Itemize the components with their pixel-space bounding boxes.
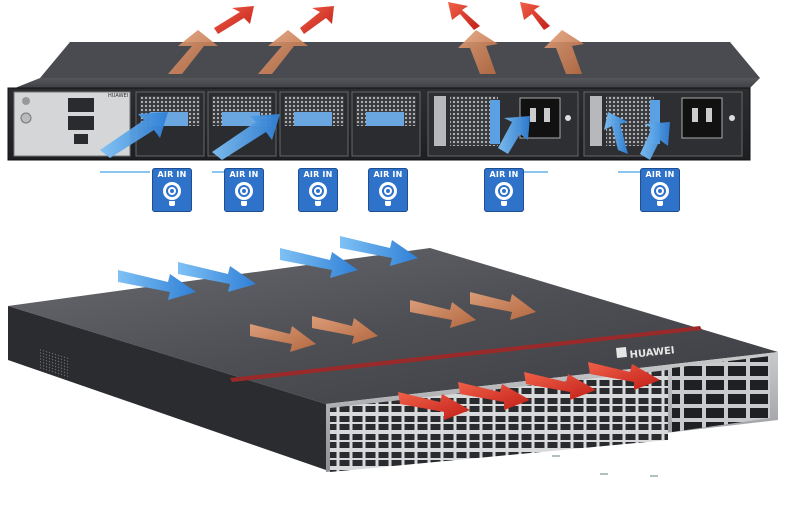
air-in-badge: AIR IN <box>484 168 524 212</box>
reset-button <box>20 112 32 124</box>
internal-flow-arrows-rear <box>168 30 584 74</box>
rear-panel-device: HUAWEI <box>7 2 760 173</box>
fan-module-4 <box>351 91 421 157</box>
motion-dashes <box>552 455 658 477</box>
air-in-label: AIR IN <box>157 170 187 179</box>
rear-chassis-roof <box>40 42 760 78</box>
rj45-port-block <box>330 370 668 472</box>
fan-handle <box>294 112 332 126</box>
rear-chassis-top <box>10 78 760 90</box>
console-port <box>68 116 94 130</box>
air-in-label: AIR IN <box>229 170 259 179</box>
fan-handle <box>366 112 404 126</box>
switch-brand-text: HUAWEI <box>629 345 675 361</box>
air-in-label: AIR IN <box>303 170 333 179</box>
fan-module-1 <box>135 91 205 157</box>
switch-top-surface <box>8 248 778 404</box>
fan-stem-icon <box>241 201 247 206</box>
exhaust-arrows-front <box>398 362 660 420</box>
switch-device: HUAWEI <box>8 236 778 477</box>
usb-port <box>74 134 88 144</box>
fan-icon <box>163 182 181 200</box>
fan-icon <box>379 182 397 200</box>
fan-icon <box>651 182 669 200</box>
air-in-badge: AIR IN <box>640 168 680 212</box>
fan-icon <box>495 182 513 200</box>
air-in-badge: AIR IN <box>224 168 264 212</box>
intake-arrows-rear <box>100 112 670 173</box>
air-in-badge: AIR IN <box>298 168 338 212</box>
air-in-label: AIR IN <box>645 170 675 179</box>
brand-logo-icon <box>616 346 627 358</box>
intake-arrows-top <box>118 236 418 300</box>
fan-stem-icon <box>169 201 175 206</box>
side-vent <box>40 348 70 380</box>
fan-stem-icon <box>501 201 507 206</box>
fan-stem-icon <box>657 201 663 206</box>
rear-brand-text: HUAWEI <box>108 93 128 99</box>
fan-icon <box>235 182 253 200</box>
air-in-badge: AIR IN <box>152 168 192 212</box>
air-in-label: AIR IN <box>373 170 403 179</box>
air-in-badge: AIR IN <box>368 168 408 212</box>
fan-module-3 <box>279 91 349 157</box>
air-in-label: AIR IN <box>489 170 519 179</box>
ground-screw-icon <box>22 97 30 105</box>
power-socket-icon <box>681 97 723 139</box>
switch-left-side <box>8 306 326 470</box>
switch-red-trim <box>230 326 702 382</box>
internal-flow-arrows-switch <box>250 292 536 352</box>
fan-handle <box>222 112 260 126</box>
fan-stem-icon <box>315 201 321 206</box>
sfp-port-block <box>672 356 770 432</box>
exhaust-arrows-top <box>214 2 550 34</box>
fan-icon <box>309 182 327 200</box>
mgmt-port <box>68 98 94 112</box>
fan-stem-icon <box>385 201 391 206</box>
